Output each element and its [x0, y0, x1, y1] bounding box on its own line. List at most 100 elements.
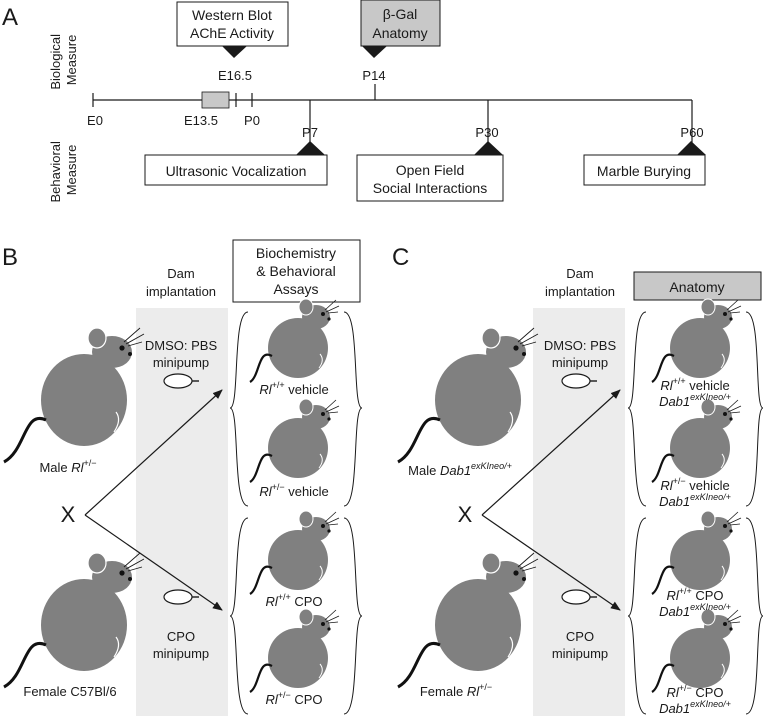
offspring-c-1: Rl+/+ vehicle	[660, 376, 729, 393]
offspring-c-4-gene2: Dab1	[659, 701, 690, 716]
offspring-mouse-b-1	[248, 297, 341, 384]
female-mouse-b	[2, 551, 146, 689]
offspring-mouse-b-4	[248, 607, 341, 694]
offspring-c-4-tail: CPO	[692, 685, 724, 700]
marble-box	[583, 154, 706, 186]
assays-line-1: Biochemistry	[256, 245, 336, 261]
female-gene-c: Rl	[467, 684, 480, 699]
male-sup-b: +/−	[84, 458, 97, 468]
offspring-c-4-sup: +/−	[679, 683, 692, 693]
offspring-b-1: Rl+/+ vehicle	[259, 380, 328, 397]
western-blot-box	[176, 1, 289, 47]
offspring-b-2-tail: vehicle	[285, 484, 329, 499]
offspring-c-4-dab1: Dab1exKIneo/+	[659, 699, 731, 716]
open-field-box	[356, 154, 504, 202]
label-e16-5: E16.5	[218, 68, 252, 83]
pump-cpo-c-line-1: CPO	[566, 629, 594, 644]
offspring-b-3-gene: Rl	[265, 594, 278, 609]
label-p7: P7	[302, 125, 318, 140]
beta-gal-line-1: β-Gal	[383, 6, 418, 22]
male-mouse-b	[2, 326, 146, 464]
offspring-b-2-gene: Rl	[259, 484, 272, 499]
offspring-c-3-sup2: exKIneo/+	[690, 602, 731, 612]
pump-cpo-b-line-2: minipump	[153, 646, 209, 661]
brace-left-c-top	[627, 311, 647, 507]
offspring-mouse-b-2	[248, 397, 341, 484]
male-label-b: Male Rl+/−	[39, 458, 96, 475]
brace-left-b-top	[229, 311, 249, 507]
offspring-mouse-b-3	[248, 509, 341, 596]
offspring-mouse-c-3	[650, 509, 743, 596]
arrow-vehicle-b	[84, 389, 223, 516]
offspring-c-2-dab1: Dab1exKIneo/+	[659, 492, 731, 509]
male-gene-c: Dab1	[440, 463, 471, 478]
label-p30: P30	[475, 125, 498, 140]
label-p14: P14	[362, 68, 385, 83]
western-blot-line-2: AChE Activity	[190, 25, 274, 41]
offspring-c-2: Rl+/− vehicle	[660, 476, 729, 493]
brace-right-c-bottom	[745, 517, 764, 715]
panel-b-label: B	[2, 244, 18, 271]
offspring-c-2-gene2: Dab1	[659, 494, 690, 509]
pump-vehicle-c-line-1: DMSO: PBS	[544, 338, 617, 353]
offspring-c-1-gene2: Dab1	[659, 394, 690, 409]
male-sup-c: exKIneo/+	[471, 461, 512, 471]
offspring-b-1-gene: Rl	[259, 382, 272, 397]
panel-a-label: A	[2, 4, 18, 31]
offspring-c-3-gene: Rl	[666, 588, 679, 603]
female-mouse-c	[396, 551, 540, 689]
brace-right-c-top	[745, 311, 764, 507]
arrow-vehicle-c	[481, 389, 621, 516]
offspring-c-2-gene: Rl	[660, 478, 673, 493]
behavioral-measure-line-2: Measure	[64, 145, 79, 196]
assays-line-2: & Behavioral	[256, 263, 335, 279]
open-field-line-2: Social Interactions	[373, 180, 487, 196]
offspring-c-3-sup: +/+	[679, 586, 692, 596]
offspring-c-1-dab1: Dab1exKIneo/+	[659, 392, 731, 409]
anatomy-box	[633, 271, 762, 301]
female-label-b: Female C57Bl/6	[23, 684, 116, 699]
biological-measure-label: Biological Measure	[48, 30, 79, 89]
offspring-b-4: Rl+/− CPO	[265, 690, 322, 707]
offspring-c-3-tail: CPO	[692, 588, 724, 603]
offspring-c-1-sup: +/+	[673, 376, 686, 386]
offspring-c-4-sup2: exKIneo/+	[690, 699, 731, 709]
offspring-b-1-tail: vehicle	[285, 382, 329, 397]
pump-vehicle-c-line-2: minipump	[552, 355, 608, 370]
offspring-c-3: Rl+/+ CPO	[666, 586, 723, 603]
offspring-mouse-c-2	[650, 397, 743, 484]
label-p60: P60	[680, 125, 703, 140]
offspring-b-4-sup: +/−	[278, 690, 291, 700]
assays-line-3: Assays	[273, 281, 318, 297]
dam-header-c-line-2: implantation	[545, 284, 615, 299]
e13-5-gestation-bar	[201, 91, 230, 109]
dam-header-c-line-1: Dam	[566, 266, 593, 281]
biological-measure-line-2: Measure	[64, 35, 79, 86]
offspring-c-2-tail: vehicle	[686, 478, 730, 493]
western-blot-line-1: Western Blot	[192, 7, 272, 23]
panel-c-label: C	[392, 244, 409, 271]
offspring-b-4-tail: CPO	[291, 692, 323, 707]
offspring-c-3-dab1: Dab1exKIneo/+	[659, 602, 731, 619]
offspring-b-2-sup: +/−	[272, 482, 285, 492]
cross-symbol-c: X	[458, 502, 473, 527]
offspring-b-2: Rl+/− vehicle	[259, 482, 328, 499]
offspring-c-2-sup: +/−	[673, 476, 686, 486]
offspring-b-4-gene: Rl	[265, 692, 278, 707]
male-prefix-b: Male	[39, 460, 71, 475]
behavioral-measure-line-1: Behavioral	[48, 141, 63, 203]
male-gene-b: Rl	[71, 460, 84, 475]
open-field-line-1: Open Field	[396, 162, 464, 178]
biological-measure-line-1: Biological	[48, 34, 63, 90]
marble-pointer	[677, 141, 706, 155]
offspring-c-1-sup2: exKIneo/+	[690, 392, 731, 402]
offspring-c-4: Rl+/− CPO	[666, 683, 723, 700]
brace-right-b-bottom	[343, 517, 363, 715]
offspring-c-1-gene: Rl	[660, 378, 673, 393]
assays-box	[232, 239, 361, 303]
open-field-pointer	[474, 141, 503, 155]
label-p0: P0	[244, 113, 260, 128]
marble-label: Marble Burying	[597, 163, 691, 179]
